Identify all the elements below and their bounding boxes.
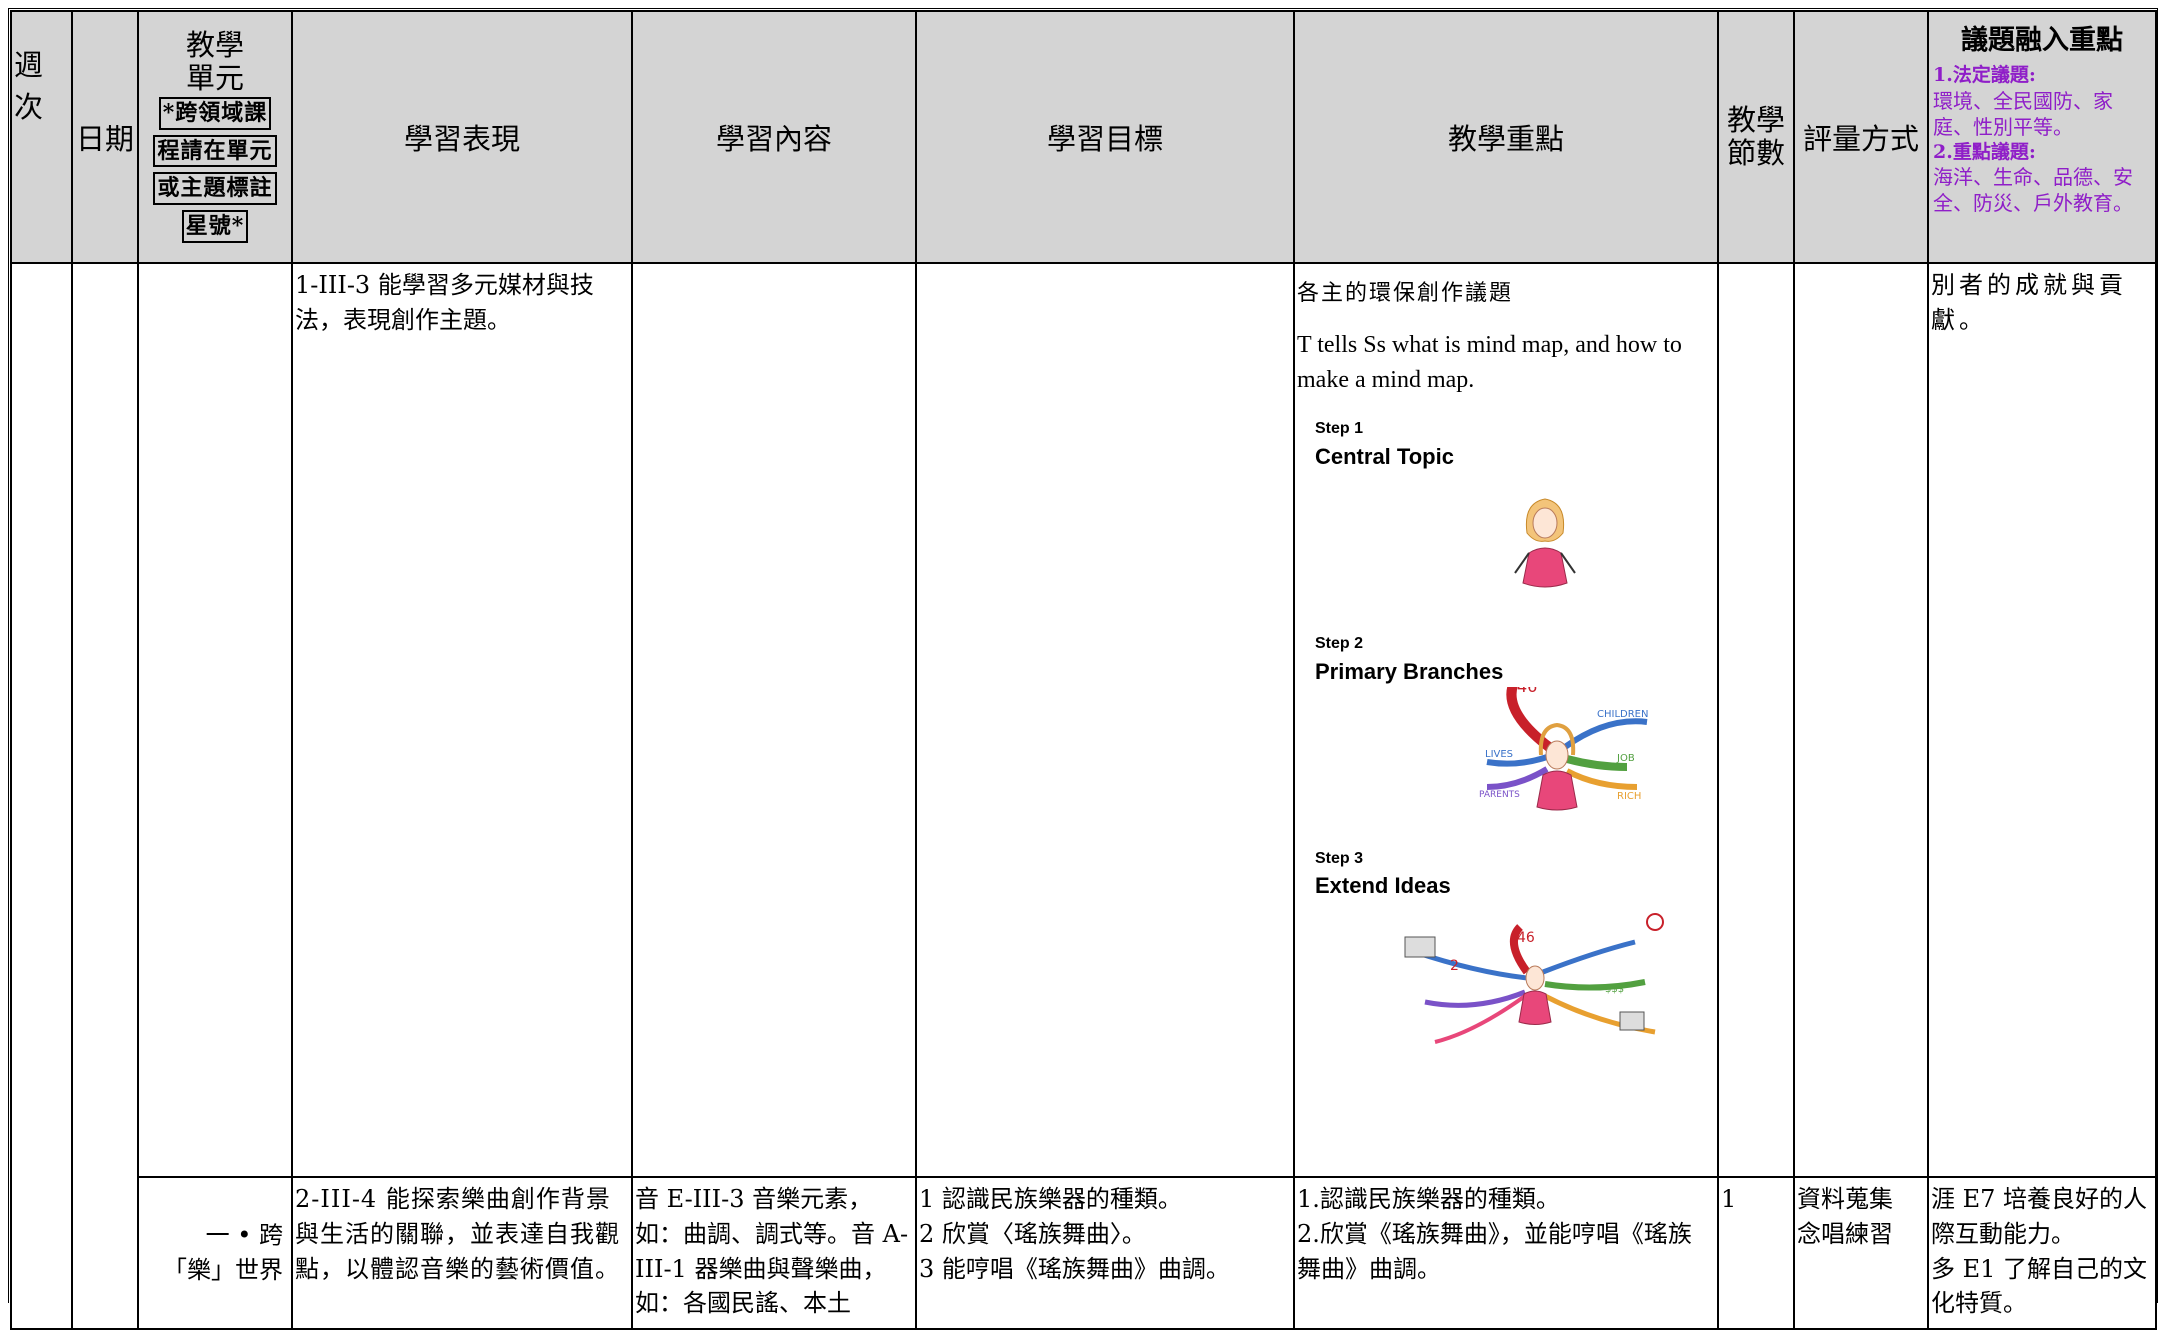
lesson-plan-table: 週次 日期 教學 單元 *跨領域課 程請在單元 或主題標註 星號* 學習表現 學… [10,10,2157,1330]
performance-cell-1: 1-III-3 能學習多元媒材與技法，表現創作主題。 [291,262,633,1178]
focus-cell-1: 各主的環保創作議題 T tells Ss what is mind map, a… [1293,262,1719,1178]
header-content: 學習內容 [631,10,917,264]
header-performance: 學習表現 [291,10,633,264]
step-2-label: Step 2 [1315,635,1364,653]
periods-value: 1 [1721,1185,1737,1213]
focus-chinese-text: 各主的環保創作議題 [1297,281,1514,306]
assessment-cell-2: 資料蒐集 念唱練習 [1793,1176,1929,1330]
header-issues: 議題融入重點 1.法定議題: 環境、全民國防、家 庭、性別平等。 2.重點議題:… [1927,10,2157,264]
focus-item-2: 2.欣賞《瑤族舞曲》，並能哼唱《瑤族舞曲》曲調。 [1297,1219,1692,1283]
unit-title: 一 • 跨「樂」世界 [163,1221,283,1284]
mindmap-step-1: Step 1 Central Topic [1295,417,1717,632]
periods-cell-2: 1 [1717,1176,1795,1330]
performance-cell-2: 2-III-4 能探索樂曲創作背景與生活的關聯，並表達自我觀點，以體認音樂的藝術… [291,1176,633,1330]
issues-title: 議題融入重點 [1961,25,2123,56]
date-cell [71,262,139,1330]
header-periods-line1: 教學 [1726,102,1785,137]
header-unit-line2: 單元 [185,60,244,95]
header-periods-line2: 節數 [1726,136,1785,170]
focus-english-text: T tells Ss what is mind map, and how to … [1297,331,1682,393]
issues-cell-1: 別者的成就與貢獻。 [1927,262,2157,1178]
unit-cell-1 [137,262,293,1178]
mindmap-step-3: Step 3 Extend Ideas [1295,847,1717,1072]
header-unit-note-2: 程請在單元 [153,134,277,168]
content-text-2: 音 E-III-3 音樂元素，如：曲調、調式等。音 A-III-1 器樂曲與聲樂… [635,1185,909,1318]
header-unit-note-3: 或主題標註 [153,172,277,206]
header-unit-note-4: 星號* [181,210,249,243]
issues-key-label: 2.重點議題: [1933,140,2036,163]
header-date: 日期 [71,10,139,264]
primary-branches-illustration: 46 CHILDREN LIVES JOB PARENTS RICH [1479,674,1648,811]
step-1-title: Central Topic [1315,443,1454,469]
issues-item-1: 涯 E7 培養良好的人際互動能力。 [1931,1185,2148,1248]
issues-legal-2: 庭、性別平等。 [1933,114,2073,139]
focus-item-1: 1.認識民族樂器的種類。 [1297,1185,1560,1213]
issues-item-2: 多 E1 了解自己的文化特質。 [1931,1254,2148,1318]
performance-text-2: 2-III-4 能探索樂曲創作背景與生活的關聯，並表達自我觀點，以體認音樂的藝術… [295,1185,620,1283]
header-unit-note-1: *跨領域課 [158,97,272,130]
branch-word-lives: LIVES [1485,749,1513,760]
issues-key-1: 海洋、生命、品德、安 [1933,165,2133,190]
content-cell-2: 音 E-III-3 音樂元素，如：曲調、調式等。音 A-III-1 器樂曲與聲樂… [631,1176,917,1330]
mindmap-step-2: Step 2 Primary Branches 46 CHILDREN [1295,632,1717,847]
focus-cell-2: 1.認識民族樂器的種類。 2.欣賞《瑤族舞曲》，並能哼唱《瑤族舞曲》曲調。 [1293,1176,1719,1330]
assessment-item-1: 資料蒐集 [1797,1185,1893,1213]
objectives-cell-1 [915,262,1295,1178]
week-cell [10,262,73,1330]
header-row: 週次 日期 教學 單元 *跨領域課 程請在單元 或主題標註 星號* 學習表現 學… [10,10,2157,264]
objective-2: 2 欣賞〈瑤族舞曲〉。 [919,1219,1146,1248]
header-unit: 教學 單元 *跨領域課 程請在單元 或主題標註 星號* [137,10,293,264]
header-assessment: 評量方式 [1793,10,1929,264]
header-objectives: 學習目標 [915,10,1295,264]
header-periods: 教學 節數 [1717,10,1795,264]
issues-legal-1: 環境、全民國防、家 [1933,88,2113,113]
page-frame [8,8,2158,1303]
assessment-item-2: 念唱練習 [1797,1219,1893,1248]
step-3-label: Step 3 [1315,850,1364,868]
issues-cell-2: 涯 E7 培養良好的人際互動能力。 多 E1 了解自己的文化特質。 [1927,1176,2157,1330]
step-2-title: Primary Branches [1315,658,1504,684]
assessment-cell-1 [1793,262,1929,1178]
issues-text-1: 別者的成就與貢獻。 [1931,271,2127,334]
table-row-unit-1: 一 • 跨「樂」世界 2-III-4 能探索樂曲創作背景與生活的關聯，並表達自我… [11,1176,2157,1330]
performance-text-1: 1-III-3 能學習多元媒材與技法，表現創作主題。 [295,271,594,334]
extend-word-46: 46 [1517,930,1535,946]
header-focus: 教學重點 [1293,10,1719,264]
step-3-title: Extend Ideas [1315,873,1451,899]
periods-cell-1 [1717,262,1795,1178]
header-week: 週次 [10,10,73,264]
issues-key-2: 全、防災、戶外教育。 [1933,191,2133,216]
content-cell-1 [631,262,917,1178]
branch-word-46: 46 [1517,687,1537,696]
objective-1: 1 認識民族樂器的種類。 [919,1185,1182,1213]
branch-word-children: CHILDREN [1597,709,1648,720]
central-topic-illustration [1514,498,1576,588]
objectives-cell-2: 1 認識民族樂器的種類。 2 欣賞〈瑤族舞曲〉。 3 能哼唱《瑤族舞曲》曲調。 [915,1176,1295,1330]
unit-cell-2: 一 • 跨「樂」世界 [137,1176,293,1330]
branch-word-rich: RICH [1617,791,1641,802]
table-row-mindmap: 1-III-3 能學習多元媒材與技法，表現創作主題。 各主的環保創作議題 T t… [10,262,2157,1330]
header-unit-line1: 教學 [185,28,244,63]
extend-ideas-illustration: 46 2 $$$ [1404,913,1664,1045]
step-1-label: Step 1 [1315,420,1364,438]
branch-word-parents: PARENTS [1479,790,1520,800]
branch-word-job: JOB [1616,753,1635,764]
extend-word-2: 2 [1450,958,1459,974]
extend-word-money: $$$ [1605,984,1624,995]
objective-3: 3 能哼唱《瑤族舞曲》曲調。 [919,1254,1230,1283]
issues-legal-label: 1.法定議題: [1933,64,2036,86]
